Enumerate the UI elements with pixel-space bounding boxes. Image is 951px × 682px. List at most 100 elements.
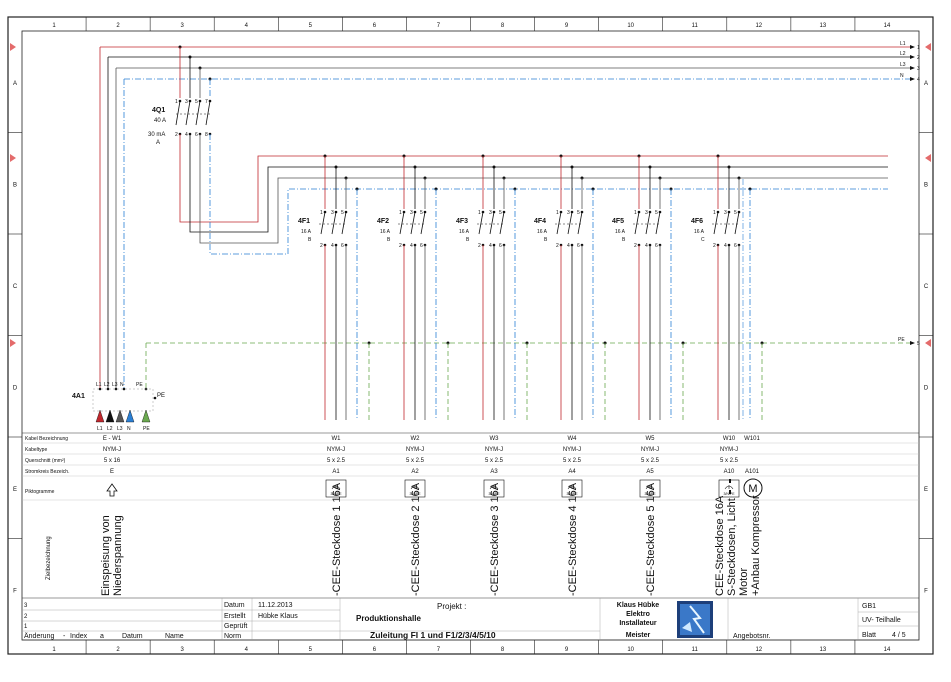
breaker-description: -CEE-Steckdose 3 16A [489, 482, 501, 596]
column-number-bottom: 8 [501, 647, 505, 653]
breaker-cross-section: 5 x 2.5 [406, 458, 425, 464]
legend-cross-section: Querschnitt (mm²) [25, 458, 66, 464]
breaker-description: -CEE-Steckdose 5 16A [645, 482, 657, 596]
column-number-top: 4 [245, 23, 249, 29]
motor-letter: M [748, 483, 757, 495]
socket-label: 3/N/PE [330, 492, 342, 496]
row-letter-left: A [13, 81, 17, 87]
supply-term-bottom: PE [143, 426, 150, 432]
cee-socket-icon: 3/N/PE [561, 479, 583, 498]
breaker-description: -CEE-Steckdose 4 16A [567, 482, 579, 596]
breaker-tag: 4F5 [612, 218, 624, 225]
supply-term-bottom: L3 [117, 426, 123, 432]
busbar-arrow-icon [910, 45, 915, 49]
page-marker-icon [925, 154, 931, 162]
breaker-circuit: A1 [332, 469, 340, 475]
breaker-top-term: 5 [341, 210, 344, 216]
cee-socket-icon: 3/N/PE [404, 479, 426, 498]
breaker-bottom-term: 4 [410, 243, 413, 249]
breaker-curve: B [308, 237, 312, 243]
breaker-cable-type: NYM-J [327, 447, 345, 453]
last-desc-1: CEE-Steckdose 16A [714, 495, 726, 596]
row-letter-left: C [13, 284, 18, 290]
company-logo [677, 601, 713, 638]
breaker-top-term: 5 [577, 210, 580, 216]
breaker-top-term: 5 [499, 210, 502, 216]
busbar-label: L3 [900, 62, 906, 68]
breaker-cross-section: 5 x 2.5 [327, 458, 346, 464]
geprueft-label: Geprüft [224, 623, 247, 630]
supply-term-top: L3 [112, 382, 118, 388]
breaker-circuit: A5 [646, 469, 654, 475]
breaker-curve: B [387, 237, 391, 243]
breaker-rating: 16 A [380, 229, 391, 235]
code-2: UV- Teilhalle [862, 617, 901, 624]
motor-circuit: A101 [745, 469, 760, 475]
busbar-label: N [900, 73, 904, 79]
breaker-tag: 4F2 [377, 218, 389, 225]
busbar-lines: 1 2 3 4 5 6 7 8 [99, 45, 910, 388]
legend-table: Kabel Bezeichnung Kabeltype Querschnitt … [22, 432, 919, 599]
supply-terminal-icon [105, 409, 115, 423]
sheet-value: 4 / 5 [892, 632, 906, 639]
breaker-cross-section: 5 x 2.5 [563, 458, 582, 464]
breaker-top-term: 1 [556, 210, 559, 216]
breaker-bottom-term: 4 [645, 243, 648, 249]
index-label: Index [70, 633, 88, 640]
column-number-top: 8 [501, 23, 505, 29]
project-name: Produktionshalle [356, 614, 421, 623]
drawing-title: Zuleitung FI 1 und F1/2/3/4/5/10 [370, 630, 496, 640]
breaker-bottom-term: 2 [556, 243, 559, 249]
breaker-bottom-term: 6 [499, 243, 502, 249]
feed-arrow-icon [106, 483, 118, 497]
row-letter-right: E [924, 487, 928, 493]
supply-term-bottom: L2 [107, 426, 113, 432]
row-letter-right: B [924, 182, 928, 188]
column-number-bottom: 5 [309, 647, 313, 653]
busbar-number: 3 [917, 66, 920, 72]
last-desc-2: S-Steckdosen, Licht [726, 498, 738, 596]
main-breaker-top-term: 7 [205, 99, 208, 105]
supply-terminal-icon [141, 409, 151, 423]
main-breaker-bottom-term: 8 [205, 132, 208, 138]
breaker-bottom-term: 6 [420, 243, 423, 249]
index-sep: - [63, 633, 66, 640]
busbar-label: L1 [900, 41, 906, 47]
breaker-top-term: 3 [724, 210, 727, 216]
rev-row-1: 1 [24, 624, 28, 630]
main-breaker-bottom-term: 2 [175, 132, 178, 138]
column-number-top: 10 [627, 23, 634, 29]
motor-symbol: M [743, 478, 763, 498]
column-number-bottom: 2 [116, 647, 120, 653]
main-breaker-top-term: 5 [195, 99, 198, 105]
busbar-arrow-icon [910, 66, 915, 70]
supply-term-bottom: L1 [97, 426, 103, 432]
column-number-top: 9 [565, 23, 569, 29]
cee-socket-icon: 3/N/PE [639, 479, 661, 498]
busbar-arrow-icon [910, 55, 915, 59]
breaker-cable-type: NYM-J [563, 447, 581, 453]
supply-terminal-icon [125, 409, 135, 423]
page-marker-icon [10, 154, 16, 162]
supply-term-top: L1 [96, 382, 102, 388]
rev-row-2: 2 [24, 614, 28, 620]
row-letter-left: D [13, 385, 18, 391]
row-letter-right: D [924, 385, 929, 391]
column-number-bottom: 1 [52, 647, 56, 653]
legend-circuit: Stromkreis Bezeich. [25, 469, 69, 475]
legend-cable-type: Kabeltype [25, 447, 47, 453]
breaker-cable: W3 [490, 436, 500, 442]
breaker-cable: W10 [723, 436, 736, 442]
name-label: Name [165, 633, 184, 640]
page-marker-icon [925, 43, 931, 51]
column-number-top: 12 [755, 23, 762, 29]
column-number-top: 5 [309, 23, 313, 29]
breaker-cable-type: NYM-J [485, 447, 503, 453]
breaker-curve: B [544, 237, 548, 243]
breaker-cable: W4 [568, 436, 578, 442]
datum-value: 11.12.2013 [258, 602, 293, 609]
breaker-tag: 4F3 [456, 218, 468, 225]
